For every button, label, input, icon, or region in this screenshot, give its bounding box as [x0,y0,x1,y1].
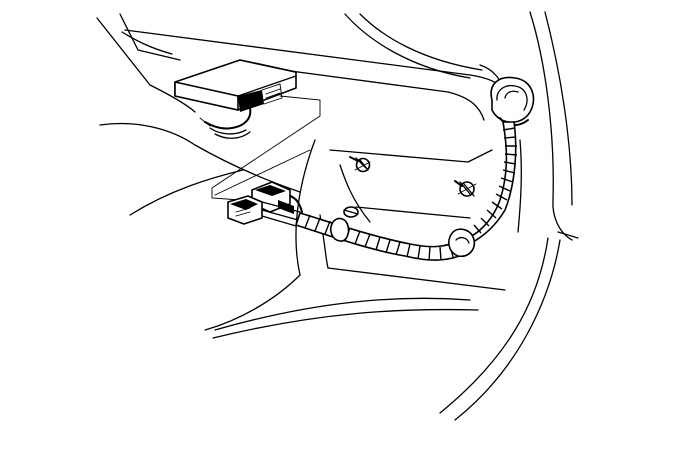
corrugated-harness [294,121,518,261]
grommet [490,76,535,126]
dashboard-outline [96,13,506,216]
module-callout-lines [211,95,321,201]
screw-right [454,180,477,197]
harness-connector [227,181,303,227]
right-pillar [439,11,579,421]
screw-left [349,156,371,173]
control-module [174,59,297,139]
screw-lower [343,206,359,218]
